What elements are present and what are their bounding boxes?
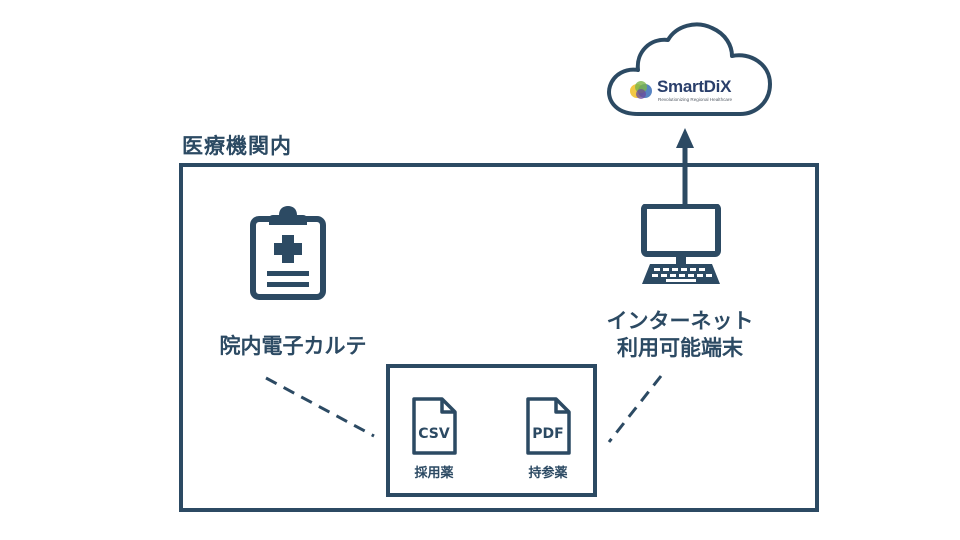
computer-terminal-icon	[641, 204, 721, 284]
terminal-label-line1: インターネット	[606, 309, 754, 333]
smartdix-logo-icon	[630, 81, 652, 99]
terminal-label: インターネット 利用可能端末	[580, 308, 780, 362]
logo-tagline: Revolutionizing Regional Healthcare	[658, 97, 733, 102]
csv-file-icon: CSV	[412, 397, 457, 455]
file-container	[386, 364, 597, 497]
upload-arrow-icon	[676, 128, 694, 204]
csv-file-type: CSV	[418, 426, 450, 442]
csv-file-label: 採用薬	[414, 466, 454, 481]
pdf-file-label: 持参薬	[528, 466, 568, 481]
pdf-file-type: PDF	[532, 426, 563, 442]
emr-label: 院内電子カルテ	[219, 334, 367, 358]
logo-name: SmartDiX	[657, 77, 732, 96]
pdf-file-icon: PDF	[526, 397, 571, 455]
terminal-label-line2: 利用可能端末	[617, 336, 743, 360]
institution-label: 医療機関内	[182, 134, 292, 158]
terminal-connector-dashed	[607, 375, 663, 443]
cloud-icon	[607, 22, 772, 116]
clipboard-medical-icon	[250, 206, 326, 300]
institution-boundary	[179, 163, 819, 512]
emr-connector-dashed	[265, 376, 375, 438]
smartdix-logo: SmartDiX Revolutionizing Regional Health…	[628, 74, 754, 108]
